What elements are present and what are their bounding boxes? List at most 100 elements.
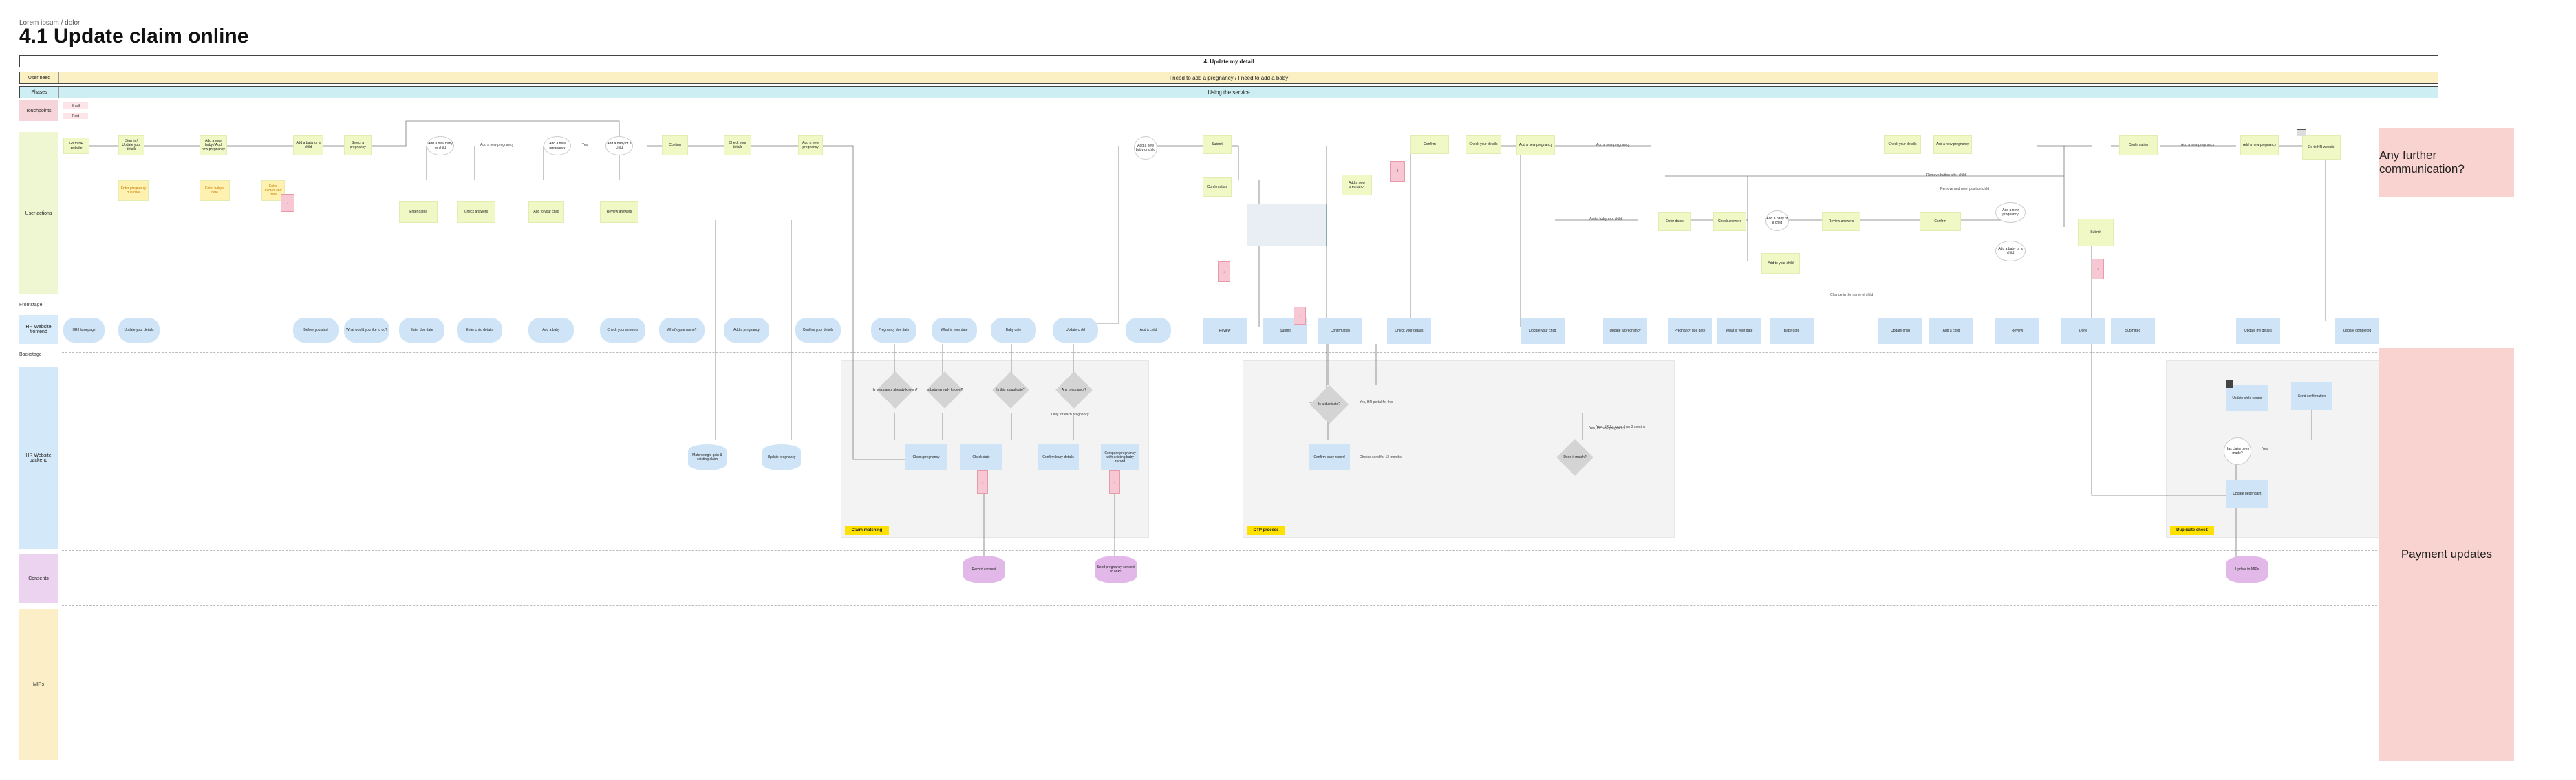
- pain-point-note-7: !: [1109, 470, 1120, 494]
- user-step-1[interactable]: Confirm: [1410, 135, 1449, 154]
- decision-has-claim: Has claim been made?: [2224, 437, 2251, 465]
- fe-update-pregnancy[interactable]: Update a pregnancy: [1603, 318, 1647, 344]
- user-step-choose-add[interactable]: Add a new baby / Add new pregnancy: [200, 135, 227, 155]
- fe-review[interactable]: Review: [1203, 318, 1247, 344]
- fe-add-child[interactable]: Add a child: [1126, 318, 1171, 343]
- fe-confirmation[interactable]: Confirmation: [1318, 318, 1362, 344]
- user-step-select-pregnancy[interactable]: Select a pregnancy: [344, 135, 372, 155]
- label-checks-date: Checks send for 12 months: [1360, 455, 1402, 459]
- fe-add-baby[interactable]: Add a baby: [528, 318, 574, 343]
- be-send-confirmation[interactable]: Send confirmation: [2291, 382, 2332, 410]
- document-icon: [2226, 380, 2233, 388]
- fe-child-details[interactable]: Enter child details: [457, 318, 502, 343]
- fe-step-2[interactable]: What is your date: [1717, 318, 1761, 344]
- user-step-4[interactable]: Enter dates: [1658, 212, 1691, 231]
- lane-mips: MIPs: [19, 609, 58, 760]
- fe-check-answers[interactable]: Check your answers: [600, 318, 645, 343]
- fe-done[interactable]: Done: [2061, 318, 2105, 344]
- fe-step-4[interactable]: Update child: [1878, 318, 1922, 344]
- user-step-12[interactable]: Confirmation: [2119, 135, 2158, 155]
- lane-hmrc-backend: HR Website backend: [19, 367, 58, 549]
- fe-update-child-2[interactable]: Update your child: [1521, 318, 1565, 344]
- zone-duplicate-check: [2166, 360, 2393, 538]
- fe-step-5[interactable]: Add a child: [1929, 318, 1973, 344]
- fe-update-my-details[interactable]: Update my details: [2236, 318, 2280, 344]
- fe-add-pregnancy[interactable]: Add a pregnancy: [724, 318, 769, 343]
- lane-consents: Consents: [19, 554, 58, 603]
- fe-update-details[interactable]: Update your details: [118, 318, 160, 343]
- user-step-7[interactable]: Review answers: [1822, 212, 1860, 231]
- user-step-confirm[interactable]: Confirm: [662, 135, 688, 155]
- pain-point-note-1: !: [281, 194, 294, 212]
- user-step-9[interactable]: Check your details: [1884, 135, 1921, 154]
- user-step-enter-dates[interactable]: Enter dates: [399, 201, 438, 223]
- user-step-3[interactable]: Add a new pregnancy: [1516, 135, 1555, 155]
- user-step-sign-in[interactable]: Sign in / Update your details: [118, 135, 144, 155]
- be-compare[interactable]: Compare pregnancy with existing baby rec…: [1101, 444, 1139, 470]
- page-title: 4.1 Update claim online: [19, 25, 249, 47]
- pain-point-note-5: !: [1294, 307, 1306, 325]
- fe-submitted[interactable]: Submitted: [2111, 318, 2155, 344]
- user-step-2[interactable]: Check your details: [1466, 135, 1501, 154]
- be-confirm-baby[interactable]: Confirm baby details: [1038, 444, 1079, 470]
- fe-step-6[interactable]: Review: [1995, 318, 2039, 344]
- label-uses-portal: Yes, HR portal for this: [1360, 400, 1393, 404]
- fe-pregnancy-due-date[interactable]: Pregnancy due date: [871, 318, 916, 343]
- user-step-submit[interactable]: Submit: [1203, 135, 1232, 154]
- note-enter-due-date: Enter pregnancy due date: [118, 180, 149, 201]
- user-step-14[interactable]: Go to HR website: [2302, 135, 2341, 160]
- pain-point-note-4: !: [2092, 259, 2104, 279]
- user-step-5[interactable]: Check answers: [1713, 212, 1746, 231]
- be-update-dependant[interactable]: Update dependant: [2226, 480, 2268, 508]
- phases-bar: Phases Using the service: [19, 86, 2438, 98]
- fe-baby-date[interactable]: Baby date: [991, 318, 1036, 343]
- decision-label-6: Does it match?: [1563, 455, 1587, 459]
- decision-select-baby: Add a baby or a child: [1995, 241, 2026, 261]
- fe-what-is-date[interactable]: What is your date: [932, 318, 977, 343]
- be-db-1: Match single gain & existing claim: [688, 444, 727, 470]
- user-need-label: User need: [20, 72, 59, 83]
- user-step-add-child[interactable]: Add to your child: [528, 201, 564, 223]
- be-check-date[interactable]: Check date: [960, 444, 1002, 470]
- label-add-pregnancy: Add a new pregnancy: [480, 143, 514, 147]
- section-title-bar: 4. Update my detail: [19, 55, 2438, 67]
- label-add-baby: Add a baby or a child: [1589, 217, 1622, 221]
- be-confirm-record[interactable]: Confirm baby record: [1309, 444, 1350, 470]
- decision-pregnancy: Add a new pregnancy: [544, 136, 571, 155]
- user-step-go-to-website[interactable]: Go to HR website: [63, 138, 89, 154]
- user-step-review[interactable]: Review answers: [600, 201, 638, 223]
- fe-update-child[interactable]: Update child: [1053, 318, 1098, 343]
- fe-step-1[interactable]: Pregnancy due date: [1668, 318, 1712, 344]
- fe-step-3[interactable]: Baby date: [1770, 318, 1814, 344]
- be-update-child[interactable]: Update child record: [2226, 385, 2268, 411]
- label-remove-child: Remove and reset position child: [1940, 187, 1990, 191]
- user-step-pregnancy-check[interactable]: Add a new pregnancy: [1342, 175, 1372, 195]
- user-step-10[interactable]: Add a new pregnancy: [1933, 135, 1972, 154]
- fe-check-details[interactable]: Check your details: [1387, 318, 1431, 344]
- page-subtitle: Lorem ipsum / dolor: [19, 19, 80, 27]
- fe-update-completed[interactable]: Update completed: [2335, 318, 2379, 344]
- be-db-2: Update pregnancy: [762, 444, 801, 470]
- decision-child: Add a baby or a child: [1765, 210, 1789, 231]
- phases-label: Phases: [20, 87, 59, 98]
- user-step-11[interactable]: Submit: [2078, 219, 2114, 246]
- consent-mips: Update to MIPs: [2226, 556, 2268, 583]
- touchpoints-label: Touchpoints: [19, 100, 58, 121]
- fe-homepage[interactable]: HR Homepage: [63, 318, 105, 343]
- fe-whats-your-name[interactable]: What's your name?: [659, 318, 705, 343]
- fe-due-date[interactable]: Enter due date: [399, 318, 444, 343]
- user-step-6[interactable]: Add to your child: [1761, 253, 1800, 274]
- user-step-add-baby[interactable]: Add a baby or a child: [293, 135, 323, 155]
- user-step-add-new-pregnancy[interactable]: Add a new pregnancy: [798, 135, 823, 155]
- user-step-8[interactable]: Confirm: [1920, 212, 1961, 231]
- fe-before-start[interactable]: Before you start: [293, 318, 339, 343]
- user-step-check-details[interactable]: Check your details: [724, 135, 751, 155]
- divider-consents: [62, 550, 2443, 551]
- user-step-confirmation[interactable]: Confirmation: [1203, 177, 1232, 197]
- be-check-pregnancy[interactable]: Check pregnancy: [905, 444, 947, 470]
- user-step-check-answers[interactable]: Check answers: [457, 201, 495, 223]
- fe-confirm-details[interactable]: Confirm your details: [795, 318, 841, 343]
- user-step-13[interactable]: Add a new pregnancy: [2240, 135, 2279, 155]
- fe-what-to-do[interactable]: What would you like to do?: [344, 318, 389, 343]
